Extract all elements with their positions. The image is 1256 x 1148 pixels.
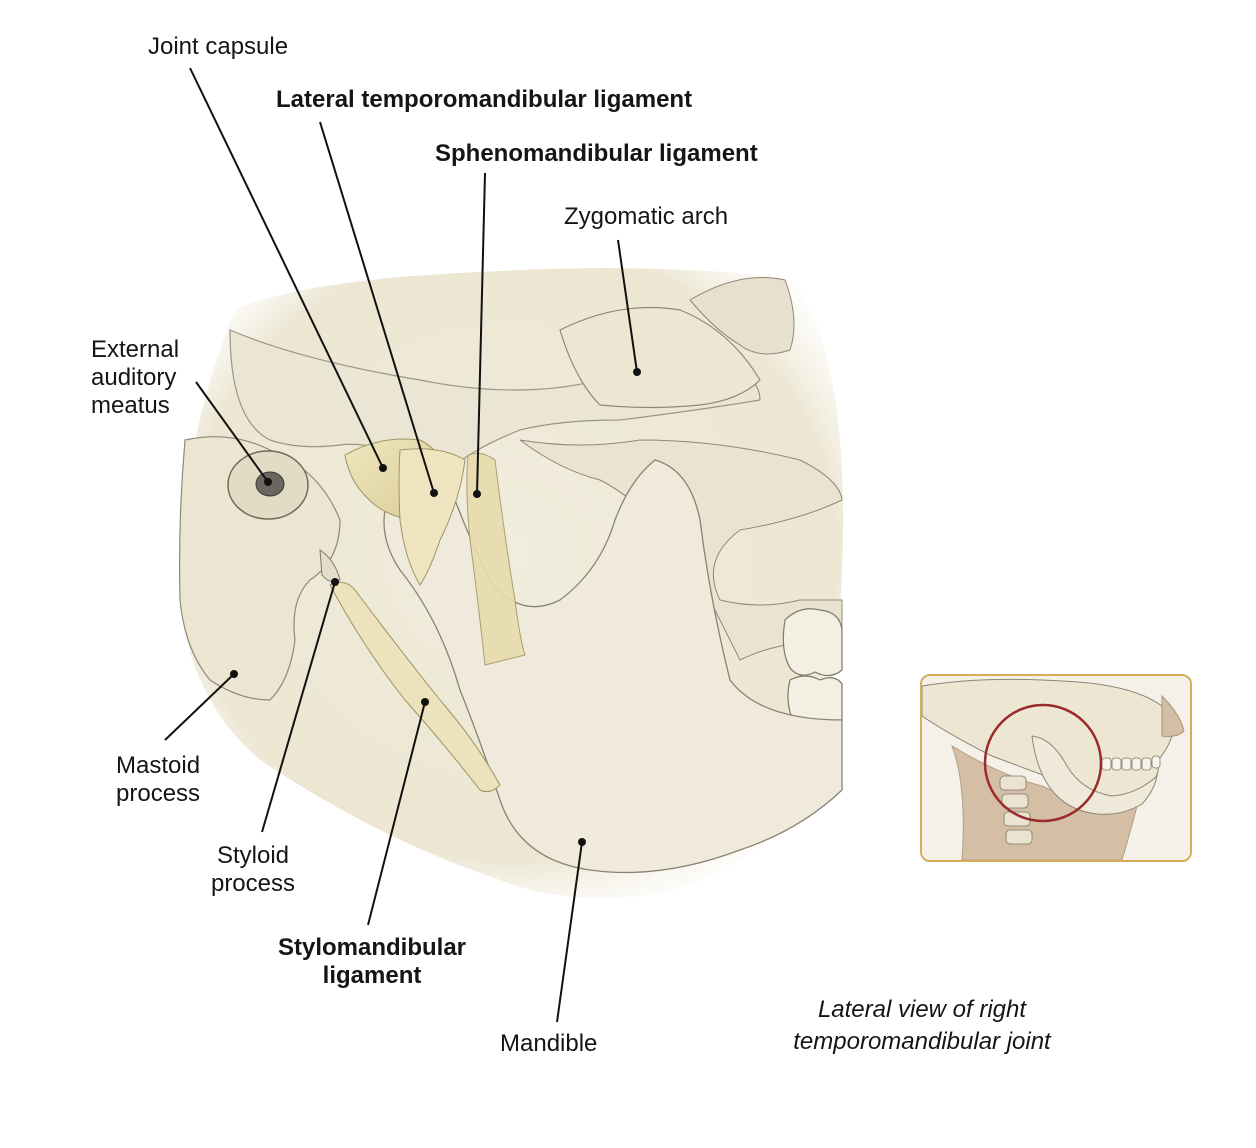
label-styloid-process: Styloid process [200, 842, 306, 898]
leader-sphenomandibular [476, 172, 486, 495]
figure-caption: Lateral view of right temporomandibular … [772, 994, 1072, 1058]
label-styloid-line-2: process [210, 870, 296, 897]
leader-meatus [195, 381, 269, 483]
label-meatus-line-2: auditory [91, 364, 177, 391]
inset-tooth-1 [1101, 757, 1112, 771]
inset-vertebra-4 [1005, 829, 1033, 845]
inset-tooth-6 [1151, 755, 1161, 769]
leader-mastoid [164, 673, 235, 741]
inset-tooth-3 [1121, 757, 1132, 771]
label-mastoid-process: Mastoid process [116, 752, 200, 808]
label-mandible: Mandible [500, 1030, 598, 1057]
inset-head-view [920, 674, 1192, 862]
styloid-shape [319, 549, 341, 583]
label-meatus-line-1: External [91, 336, 180, 363]
leader-mandible [556, 841, 583, 1023]
label-styloid-line-1: Styloid [216, 842, 290, 869]
label-mastoid-line-2: process [116, 780, 201, 807]
sphenomandibular-ligament-shape [466, 452, 526, 666]
dot-lateral-tm [430, 489, 438, 497]
lateral-tm-ligament-shape [398, 448, 466, 586]
stylomandibular-ligament-shape [329, 581, 501, 793]
dot-stylomandibular [421, 698, 429, 706]
dot-zygomatic [633, 368, 641, 376]
inset-highlight-circle [983, 703, 1103, 823]
label-zygomatic-arch: Zygomatic arch [564, 203, 729, 230]
skull-upper-right [689, 277, 795, 355]
dot-mandible [578, 838, 586, 846]
label-stylomandibular-line-2: ligament [322, 962, 422, 989]
caption-line-2: temporomandibular joint [793, 1028, 1051, 1055]
inset-vertebra-1 [999, 775, 1027, 791]
inset-tooth-5 [1141, 757, 1152, 771]
leader-joint-capsule [189, 67, 384, 469]
upper-molar [782, 608, 843, 677]
leader-zygomatic [617, 239, 638, 373]
inset-tooth-4 [1131, 757, 1142, 771]
label-sphenomandibular-ligament: Sphenomandibular ligament [435, 140, 758, 167]
label-mastoid-line-1: Mastoid [116, 752, 201, 779]
inset-vertebra-2 [1001, 793, 1029, 809]
leader-styloid [261, 581, 336, 833]
leader-stylomandibular [367, 701, 426, 926]
caption-line-1: Lateral view of right [817, 996, 1027, 1023]
label-lateral-tm-ligament: Lateral temporomandibular ligament [276, 86, 693, 113]
dot-sphenomandibular [473, 490, 481, 498]
dot-joint-capsule [379, 464, 387, 472]
label-stylomandibular-ligament: Stylomandibular ligament [270, 934, 474, 990]
mandible-shape [383, 459, 843, 874]
inset-tooth-2 [1111, 757, 1122, 771]
dot-mastoid [230, 670, 238, 678]
inset-nose [1161, 694, 1185, 737]
label-stylomandibular-line-1: Stylomandibular [277, 934, 467, 961]
label-joint-capsule: Joint capsule [148, 33, 289, 60]
label-external-auditory-meatus: External auditory meatus [91, 336, 179, 420]
dot-meatus [264, 478, 272, 486]
label-meatus-line-3: meatus [91, 392, 170, 419]
zygomatic-arch-shape [559, 306, 761, 409]
leader-lateral-tm [319, 121, 435, 494]
dot-styloid [331, 578, 339, 586]
inset-illustration [922, 676, 1190, 860]
inset-mandible [1031, 735, 1158, 815]
